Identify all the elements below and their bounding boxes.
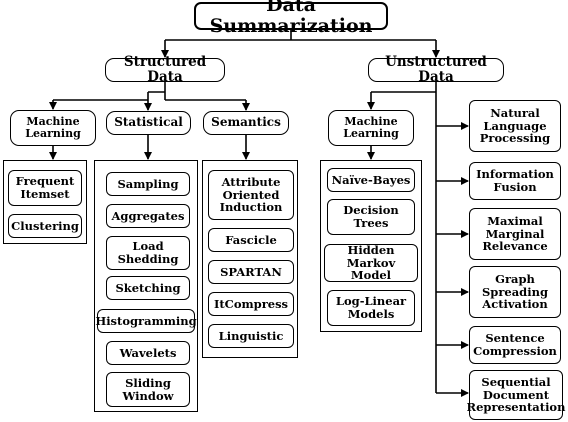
histogramming-node: Histogramming (95, 309, 197, 333)
wavelets-node: Wavelets (106, 341, 190, 365)
root-node: Data Summarization (194, 0, 388, 37)
load-shedding-node: Load Shedding (106, 236, 190, 270)
sketching-node: Sketching (106, 276, 190, 300)
sentence-compression-node: Sentence Compression (469, 326, 561, 364)
spartan-node: SPARTAN (208, 260, 294, 284)
decision-trees-node: Decision Trees (327, 199, 415, 235)
semantics-node: Semantics (203, 111, 289, 135)
structured-data-node: Structured Data (105, 54, 225, 85)
natural-language-processing-node: Natural Language Processing (469, 100, 561, 152)
fascicle-node: Fascicle (208, 228, 294, 252)
linguistic-node: Linguistic (208, 324, 294, 348)
maximal-marginal-relevance-node: Maximal Marginal Relevance (469, 208, 561, 260)
itcompress-node: ItCompress (208, 292, 294, 316)
log-linear-models-node: Log-Linear Models (327, 290, 415, 326)
clustering-node: Clustering (8, 214, 82, 238)
sequential-document-representation-node: Sequential Document Representation (467, 370, 565, 420)
sliding-window-node: Sliding Window (106, 372, 190, 407)
attribute-oriented-induction-node: Attribute Oriented Induction (208, 170, 294, 220)
sampling-node: Sampling (106, 172, 190, 196)
information-fusion-node: Information Fusion (469, 162, 561, 200)
hidden-markov-model-node: Hidden Markov Model (324, 243, 418, 282)
unstructured-data-node: Unstructured Data (368, 54, 504, 85)
unstructured-machine-learning-node: Machine Learning (328, 110, 414, 146)
graph-spreading-activation-node: Graph Spreading Activation (469, 266, 561, 318)
aggregates-node: Aggregates (106, 204, 190, 228)
frequent-itemset-node: Frequent Itemset (8, 170, 82, 206)
statistical-node: Statistical (106, 111, 191, 135)
naive-bayes-node: Naïve-Bayes (327, 168, 415, 192)
structured-machine-learning-node: Machine Learning (10, 110, 96, 146)
